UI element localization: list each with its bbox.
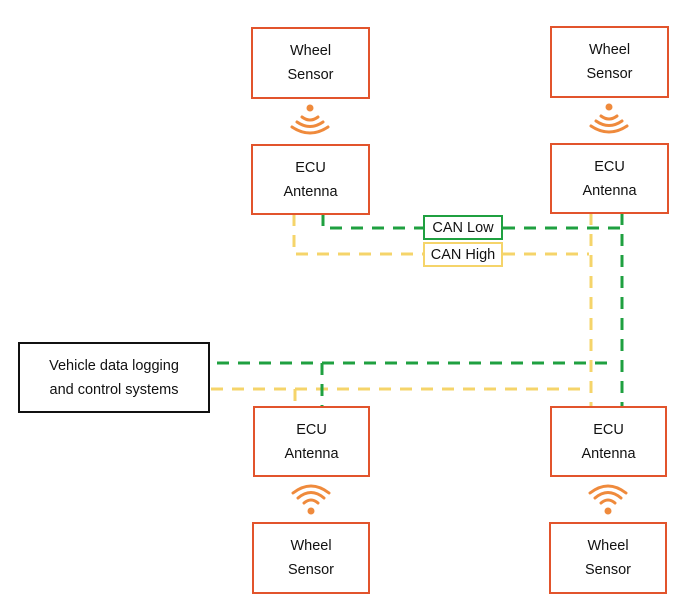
node-label: Sensor	[288, 562, 334, 578]
node-label: Wheel	[588, 42, 631, 58]
bottom-left-ecu-antenna: ECU Antenna	[253, 406, 370, 477]
vehicle-data-logging-box: Vehicle data logging and control systems	[18, 342, 210, 413]
wireless-signal-icon	[589, 103, 629, 134]
node-label: Sensor	[287, 67, 334, 83]
node-label: ECU	[296, 421, 327, 438]
node-label: Wheel	[587, 538, 629, 554]
top-right-wheel-sensor: Wheel Sensor	[550, 26, 669, 98]
node-label: Antenna	[284, 445, 339, 462]
bottom-right-ecu-antenna: ECU Antenna	[550, 406, 667, 477]
node-label: ECU	[295, 159, 326, 176]
can-low-line-top	[321, 214, 620, 230]
top-left-wheel-sensor: Wheel Sensor	[251, 27, 370, 99]
top-right-ecu-antenna: ECU Antenna	[550, 143, 669, 214]
node-label: Sensor	[586, 66, 633, 82]
node-label: Wheel	[290, 538, 332, 554]
wireless-signal-icon	[290, 104, 330, 135]
can-low-text: CAN Low	[432, 219, 494, 236]
node-label: ECU	[594, 158, 625, 175]
bottom-left-wheel-sensor: Wheel Sensor	[252, 522, 370, 594]
node-label: Vehicle data logging	[49, 357, 179, 374]
can-high-label: CAN High	[423, 242, 503, 267]
node-label: ECU	[593, 421, 624, 438]
node-label: Antenna	[581, 445, 636, 462]
wifi-signal-icon	[588, 484, 628, 515]
node-label: Wheel	[289, 43, 332, 59]
bottom-right-wheel-sensor: Wheel Sensor	[549, 522, 667, 594]
can-high-text: CAN High	[430, 246, 496, 263]
can-low-label: CAN Low	[423, 215, 503, 240]
node-label: Sensor	[585, 562, 631, 578]
top-left-ecu-antenna: ECU Antenna	[251, 144, 370, 215]
node-label: Antenna	[283, 183, 338, 200]
can-high-line-top	[292, 214, 589, 256]
wifi-signal-icon	[291, 484, 331, 515]
node-label: Antenna	[582, 182, 637, 199]
node-label: and control systems	[49, 381, 179, 398]
